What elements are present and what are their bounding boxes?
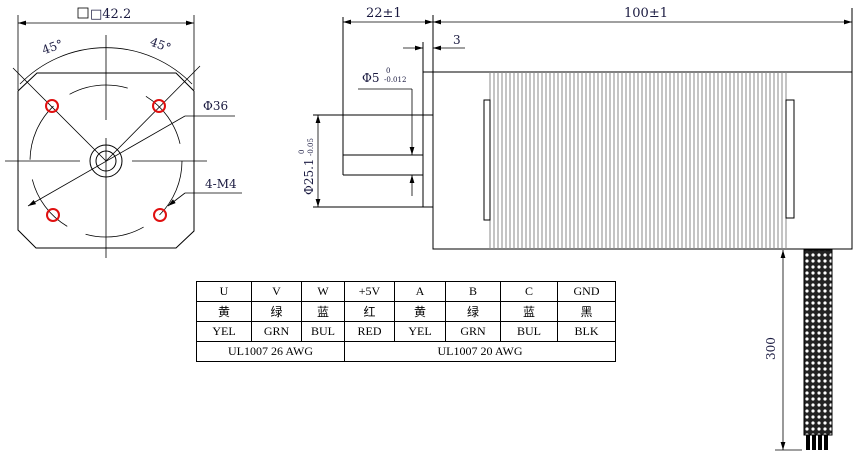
cable-braid (803, 249, 833, 436)
color-en-cell: GRN (445, 321, 501, 342)
signal-cell: U (196, 281, 252, 302)
color-en-cell: RED (344, 321, 395, 342)
body-length-dim: 100±1 (624, 6, 668, 21)
signal-cell: B (445, 281, 501, 302)
boss-circle (89, 144, 123, 178)
shaft-dia-tol-lower: -0.012 (384, 76, 406, 84)
signal-cell: A (394, 281, 446, 302)
color-en-cell: YEL (394, 321, 446, 342)
color-cn-cell: 红 (344, 301, 395, 322)
flange-outline (17, 72, 195, 249)
color-cn-cell: 黄 (196, 301, 252, 322)
angle-right: 45° (148, 35, 173, 55)
cable-length-dim: 300 (764, 337, 778, 360)
square-dim: □42.2 (90, 7, 131, 22)
signal-cell: V (251, 281, 302, 302)
color-cn-cell: 绿 (251, 301, 302, 322)
mounting-hole (45, 99, 59, 113)
signal-cell: +5V (344, 281, 395, 302)
wire-spec-right: UL1007 20 AWG (344, 341, 616, 362)
pilot-dia-tol-upper: 0 (298, 150, 306, 154)
mounting-hole (152, 99, 166, 113)
wire-ends (806, 435, 828, 450)
hole-spec: 4-M4 (205, 177, 237, 191)
color-en-cell: BLK (557, 321, 616, 342)
pilot-dia-tol-lower: -0.05 (307, 138, 315, 156)
color-cn-cell: 绿 (445, 301, 501, 322)
bolt-circle-dim: Φ36 (203, 99, 228, 113)
color-cn-cell: 蓝 (301, 301, 345, 322)
color-cn-cell: 蓝 (500, 301, 558, 322)
mounting-holes (45, 99, 167, 222)
signal-cell: C (500, 281, 558, 302)
color-en-cell: BUL (301, 321, 345, 342)
side-view: 22±1 100±1 3 Φ5 0 -0.012 Φ25.1 0 -0.05 3… (298, 6, 853, 451)
color-en-cell: YEL (196, 321, 252, 342)
signal-cell: W (301, 281, 345, 302)
color-cn-cell: 黑 (557, 301, 616, 322)
color-en-cell: BUL (500, 321, 558, 342)
flange-dim: 3 (453, 33, 461, 47)
square-symbol-icon (77, 7, 89, 19)
angle-left: 45° (40, 37, 65, 57)
shaft-length-dim: 22±1 (366, 6, 402, 21)
cooling-fins (489, 72, 787, 249)
color-en-cell: GRN (251, 321, 302, 342)
bolt-circle (29, 84, 183, 238)
pilot-dia-dim: Φ25.1 (302, 158, 316, 195)
shaft-dia-tol-upper: 0 (386, 67, 390, 75)
color-cn-cell: 黄 (394, 301, 446, 322)
mounting-hole (46, 208, 60, 222)
shaft-circle (95, 150, 117, 172)
wire-spec-left: UL1007 26 AWG (196, 341, 345, 362)
mounting-hole (153, 208, 167, 222)
signal-cell: GND (557, 281, 616, 302)
shaft-dia-dim: Φ5 (362, 71, 379, 85)
front-view: □42.2 45° 45° Φ36 4-M4 (5, 7, 242, 258)
